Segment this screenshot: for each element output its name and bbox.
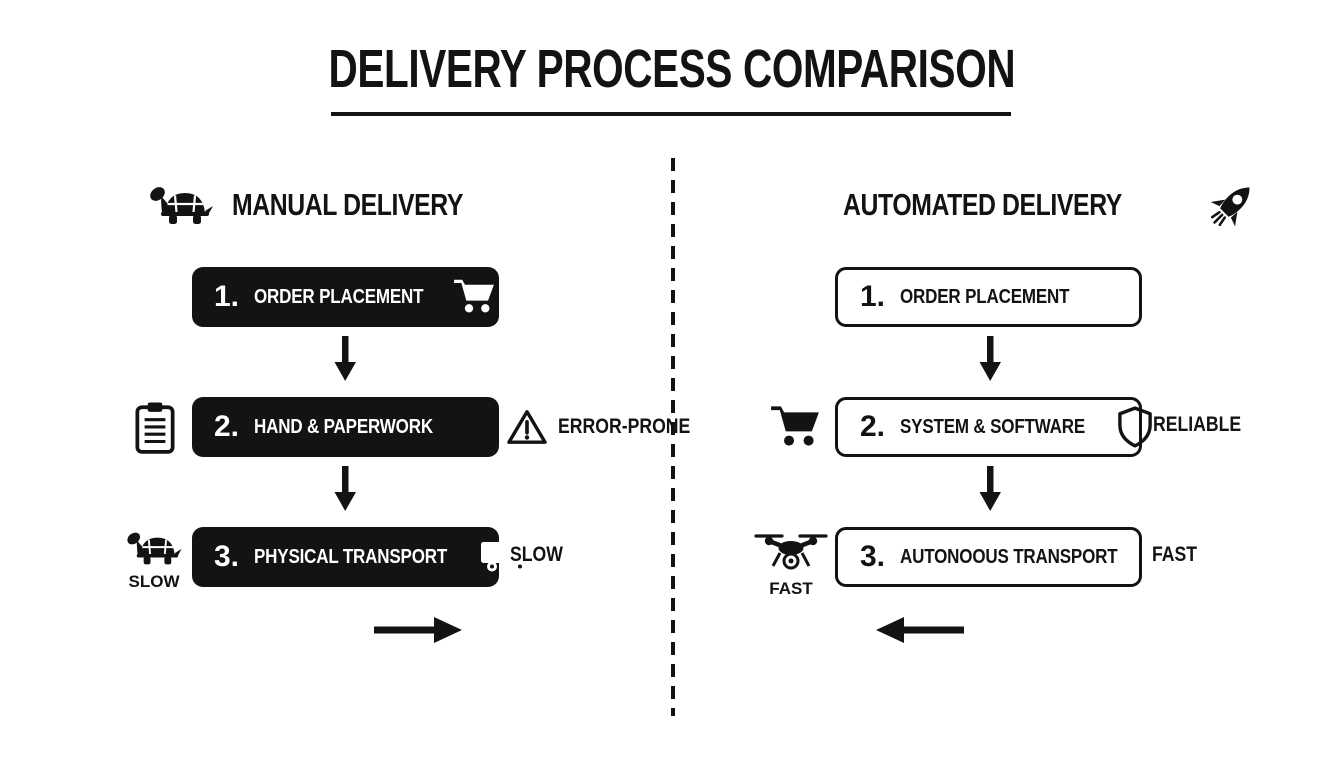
step-label: ORDER PLACEMENT — [900, 285, 1070, 308]
slow-annotation: SLOW — [510, 543, 573, 567]
shopping-cart-icon — [453, 278, 495, 316]
manual-delivery-header: MANUAL DELIVERY — [148, 181, 521, 229]
warning-triangle-icon — [506, 408, 548, 446]
automated-delivery-title: AUTOMATED DELIVERY — [843, 187, 1122, 222]
down-arrow-icon — [332, 466, 358, 512]
manual-delivery-title: MANUAL DELIVERY — [232, 187, 463, 222]
caption-label: SLOW — [128, 572, 180, 591]
reliable-annotation: RELIABLE — [1153, 413, 1258, 437]
flow-left-arrow-icon — [876, 615, 964, 645]
automated-delivery-header: AUTOMATED DELIVERY — [843, 179, 1260, 231]
step-number: 1. — [860, 280, 886, 313]
shield-icon — [1117, 406, 1152, 448]
step-label: HAND & PAPERWORK — [254, 415, 433, 438]
step-number: 2. — [860, 410, 886, 443]
error-prone-annotation: ERROR-PRONE — [506, 408, 716, 446]
page-title-text: DELIVERY PROCESS COMPARISON — [328, 39, 1016, 99]
turtle-icon — [148, 183, 214, 227]
rocket-icon — [1204, 177, 1260, 233]
down-arrow-icon — [977, 336, 1003, 382]
automated-step-1-box: 1. ORDER PLACEMENT — [835, 267, 1142, 327]
automated-step-2-box: 2. SYSTEM & SOFTWARE — [835, 397, 1152, 457]
clipboard-icon — [132, 400, 178, 456]
step-label: PHYSICAL TRANSPORT — [254, 545, 448, 568]
step-label: ORDER PLACEMENT — [254, 285, 424, 308]
fast-annotation: FAST — [1152, 543, 1206, 567]
step-number: 3. — [860, 540, 886, 573]
manual-step-2-box: 2. HAND & PAPERWORK — [192, 397, 499, 457]
slow-turtle-caption: SLOW — [114, 529, 194, 592]
step-label: AUTONOOUS TRANSPORT — [900, 545, 1118, 568]
drone-icon — [753, 528, 829, 574]
caption-label: FAST — [769, 579, 813, 598]
turtle-icon — [125, 529, 183, 567]
annotation-label: SLOW — [510, 543, 563, 566]
annotation-label: ERROR-PRONE — [558, 415, 691, 438]
down-arrow-icon — [977, 466, 1003, 512]
step-label: SYSTEM & SOFTWARE — [900, 415, 1086, 438]
flow-right-arrow-icon — [374, 615, 462, 645]
down-arrow-icon — [332, 336, 358, 382]
shopping-cart-icon — [768, 402, 822, 452]
manual-step-3-box: 3. PHYSICAL TRANSPORT — [192, 527, 530, 587]
annotation-label: FAST — [1152, 543, 1198, 566]
column-divider — [671, 158, 675, 716]
step-number: 2. — [214, 410, 240, 443]
delivery-truck-icon — [481, 541, 530, 573]
page-title: DELIVERY PROCESS COMPARISON — [0, 38, 1344, 100]
automated-step-3-box: 3. AUTONOOUS TRANSPORT — [835, 527, 1142, 587]
manual-step-1-box: 1. ORDER PLACEMENT — [192, 267, 499, 327]
fast-drone-caption: FAST — [748, 528, 834, 599]
step-number: 3. — [214, 540, 240, 573]
title-underline — [331, 112, 1011, 116]
step-number: 1. — [214, 280, 240, 313]
annotation-label: RELIABLE — [1153, 413, 1242, 436]
